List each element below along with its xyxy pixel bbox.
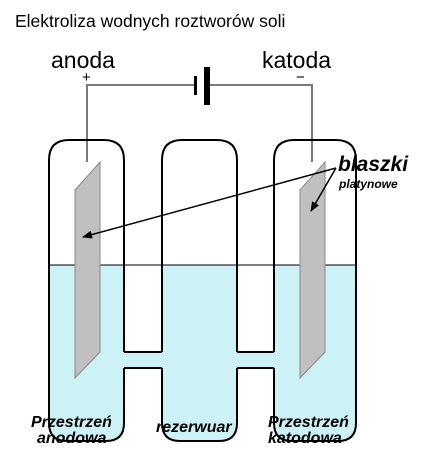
cathode-plate <box>299 160 326 380</box>
reservoir-compartment <box>161 139 238 442</box>
anode-sign: + <box>82 69 91 86</box>
anode-wire <box>86 84 195 162</box>
arrow-to-anode-plate <box>82 167 337 239</box>
cathode-space-label-1: Przestrzeń <box>268 414 349 431</box>
anode-compartment <box>48 139 125 442</box>
anode-plate <box>74 160 101 380</box>
cathode-wire <box>208 84 313 162</box>
reservoir-label: rezerwuar <box>156 419 232 436</box>
battery-short-plate <box>204 67 210 105</box>
battery-circuit <box>86 67 313 162</box>
plates-sublabel: platynowe <box>338 177 398 191</box>
vessel-outline <box>48 139 357 442</box>
cathode-sign: − <box>296 69 305 86</box>
plates-label: blaszki <box>338 153 409 176</box>
cathode-space-label-2: katodowa <box>268 430 342 447</box>
anode-space-label-2: anodowa <box>37 430 106 447</box>
diagram-title: Elektroliza wodnych roztworów soli <box>15 11 285 31</box>
callout-arrows <box>82 167 337 239</box>
anode-label: anoda <box>51 47 115 73</box>
battery-long-plate <box>194 76 197 95</box>
left-bridge <box>124 351 162 369</box>
cathode-compartment <box>273 139 357 442</box>
right-bridge <box>237 351 274 369</box>
cathode-label: katoda <box>262 47 331 73</box>
arrow-to-cathode-plate <box>310 167 337 212</box>
anode-space-label-1: Przestrzeń <box>31 414 112 431</box>
